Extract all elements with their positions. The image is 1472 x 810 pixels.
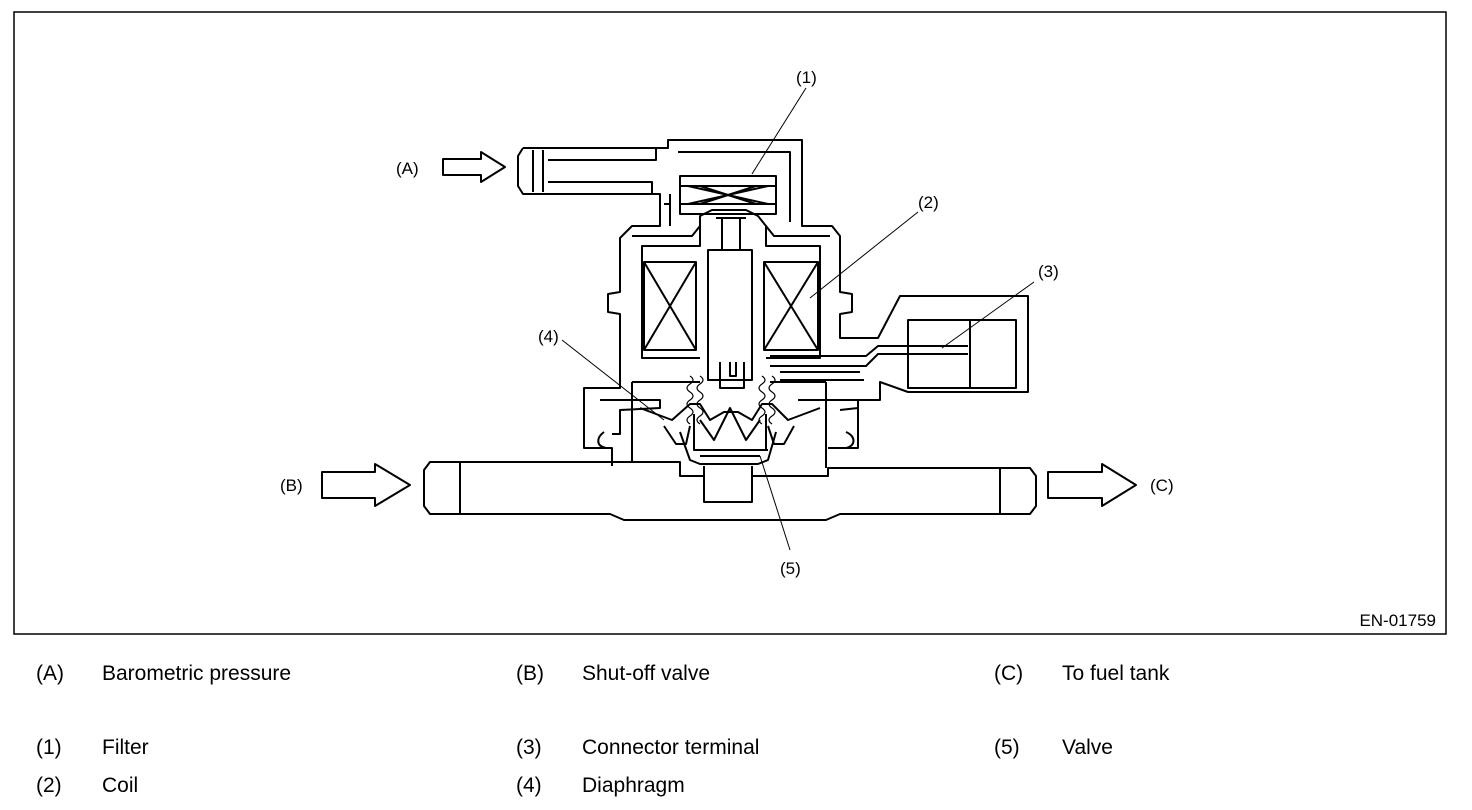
figure-code: EN-01759 [1359,611,1436,630]
callout-5: (5) [780,559,801,578]
coil-housing [632,209,830,389]
legend-text-1: Filter [102,736,149,759]
legend-text-b: Shut-off valve [582,662,711,685]
barometric-inlet-pipe [517,139,1029,466]
leader-2 [809,211,919,299]
springs [686,375,776,425]
leader-4 [561,339,665,421]
main-flow-pipe [423,461,1037,521]
legend-text-c: To fuel tank [1062,662,1170,685]
callout-4: (4) [538,327,559,346]
legend-key-c: (C) [994,662,1024,685]
legend-key-a: (A) [36,662,64,685]
filter-element [679,175,777,215]
legend-key-4: (4) [516,774,542,797]
legend-key-5: (5) [994,736,1020,759]
callout-2: (2) [918,193,939,212]
leader-5 [759,455,791,551]
callout-1: (1) [796,68,817,87]
connector-housing [770,319,1017,389]
diaphragm-chamber [597,381,859,468]
legend-text-4: Diaphragm [582,774,685,797]
arrow-a-icon [442,151,506,183]
callout-b: (B) [280,476,303,495]
callout-3: (3) [1038,262,1059,281]
diagram-frame [13,11,1447,635]
legend-text-2: Coil [102,774,139,797]
arrow-c-icon [1047,463,1137,507]
leader-3 [941,281,1035,349]
legend-key-b: (B) [516,662,544,685]
legend-text-3: Connector terminal [582,736,760,759]
legend-key-3: (3) [516,736,542,759]
legend-key-1: (1) [36,736,62,759]
legend-key-2: (2) [36,774,62,797]
legend-text-5: Valve [1062,736,1113,759]
legend-text-a: Barometric pressure [102,662,292,685]
callout-a: (A) [396,159,419,178]
leader-1 [751,87,807,175]
callout-c: (C) [1150,476,1174,495]
arrow-b-icon [321,463,411,507]
